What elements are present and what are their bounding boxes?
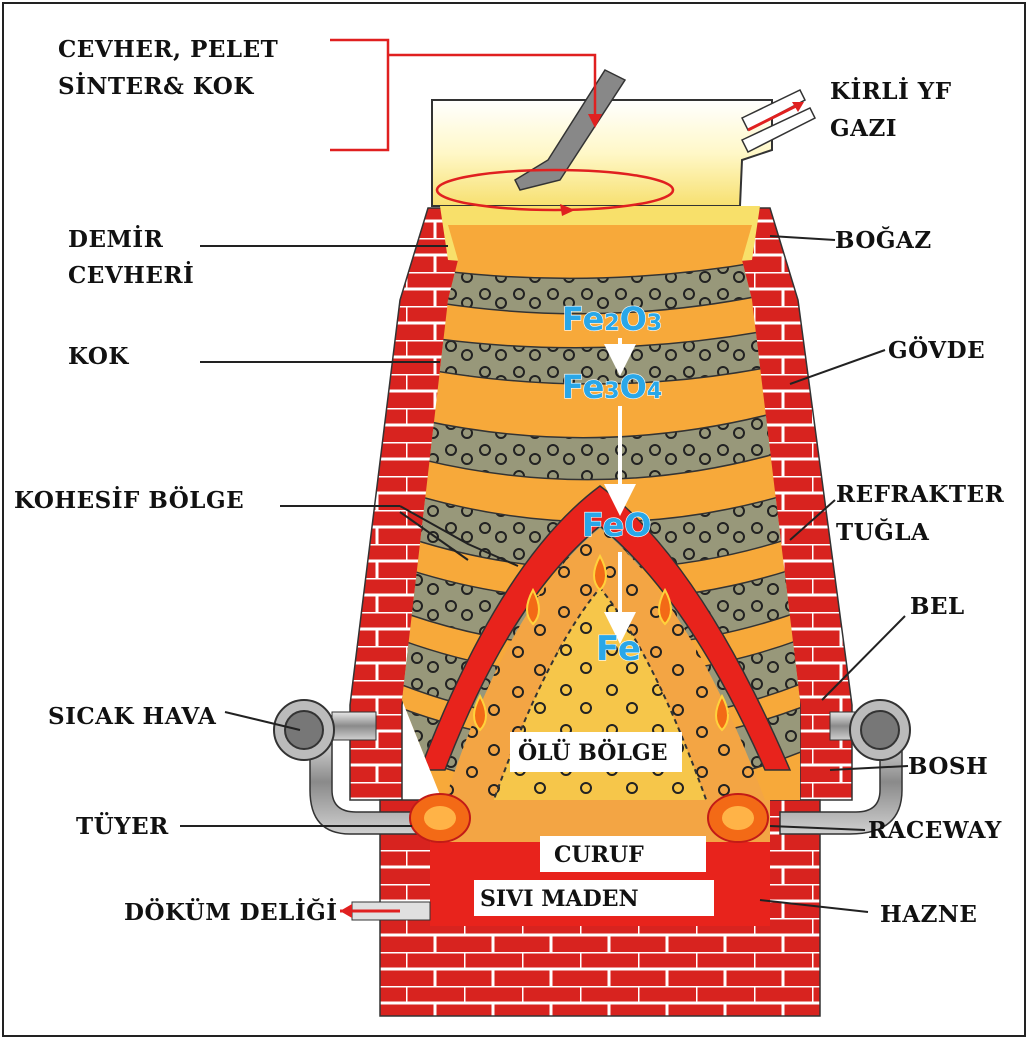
label-coke: KOK bbox=[68, 343, 129, 370]
label-belly: BEL bbox=[910, 593, 965, 620]
label-tuyere: TÜYER bbox=[76, 812, 169, 840]
label-hot-metal: SIVI MADEN bbox=[480, 886, 639, 912]
label-cohesive-zone: KOHESİF BÖLGE bbox=[14, 486, 244, 514]
label-hot-air: SICAK HAVA bbox=[48, 703, 217, 730]
taphole bbox=[340, 902, 430, 920]
label-taphole: DÖKÜM DELİĞİ bbox=[124, 898, 337, 926]
label-charge-line1: CEVHER, PELET bbox=[58, 36, 278, 63]
label-stack: GÖVDE bbox=[888, 336, 985, 364]
label-deadman: ÖLÜ BÖLGE bbox=[518, 738, 667, 766]
label-iron-ore-line1: DEMİR bbox=[68, 225, 164, 253]
label-refractory-line2: TUĞLA bbox=[836, 519, 930, 546]
label-bosh: BOSH bbox=[908, 753, 988, 780]
label-throat: BOĞAZ bbox=[835, 227, 932, 254]
chem-wustite: FeO bbox=[582, 506, 651, 544]
chem-iron: Fe bbox=[596, 629, 641, 669]
label-refractory-line1: REFRAKTER bbox=[836, 481, 1005, 508]
label-raceway: RACEWAY bbox=[868, 817, 1002, 844]
label-top-gas-line1: KİRLİ YF bbox=[830, 77, 952, 105]
label-top-gas-line2: GAZI bbox=[830, 115, 897, 142]
label-hearth: HAZNE bbox=[880, 901, 977, 928]
label-iron-ore-line2: CEVHERİ bbox=[68, 261, 194, 289]
label-charge-line2: SİNTER& KOK bbox=[58, 72, 254, 100]
label-slag: CURUF bbox=[554, 842, 644, 868]
